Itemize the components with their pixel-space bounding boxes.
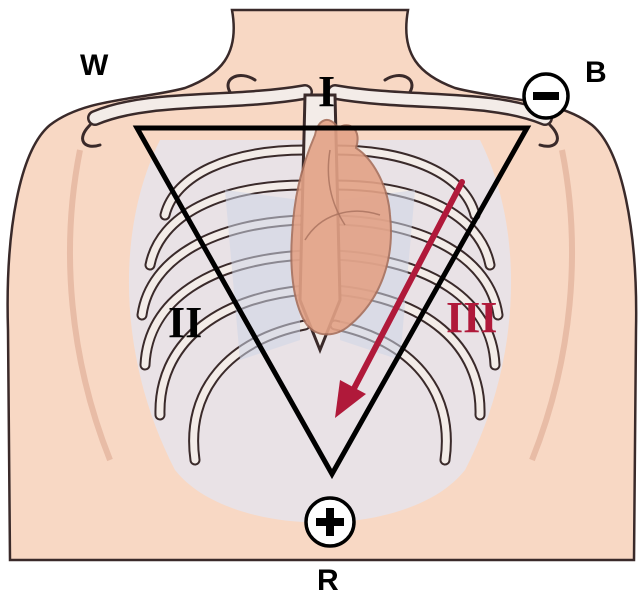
lead-label-left: II — [168, 298, 202, 347]
electrode-label-top-left: W — [80, 49, 109, 82]
electrode-label-top-right: B — [585, 56, 607, 89]
minus-circle-icon — [524, 74, 568, 118]
electrode-label-bottom: R — [317, 564, 339, 597]
lead-label-right: III — [446, 293, 497, 342]
plus-circle-icon — [306, 498, 354, 546]
lead-label-top: I — [318, 67, 335, 116]
